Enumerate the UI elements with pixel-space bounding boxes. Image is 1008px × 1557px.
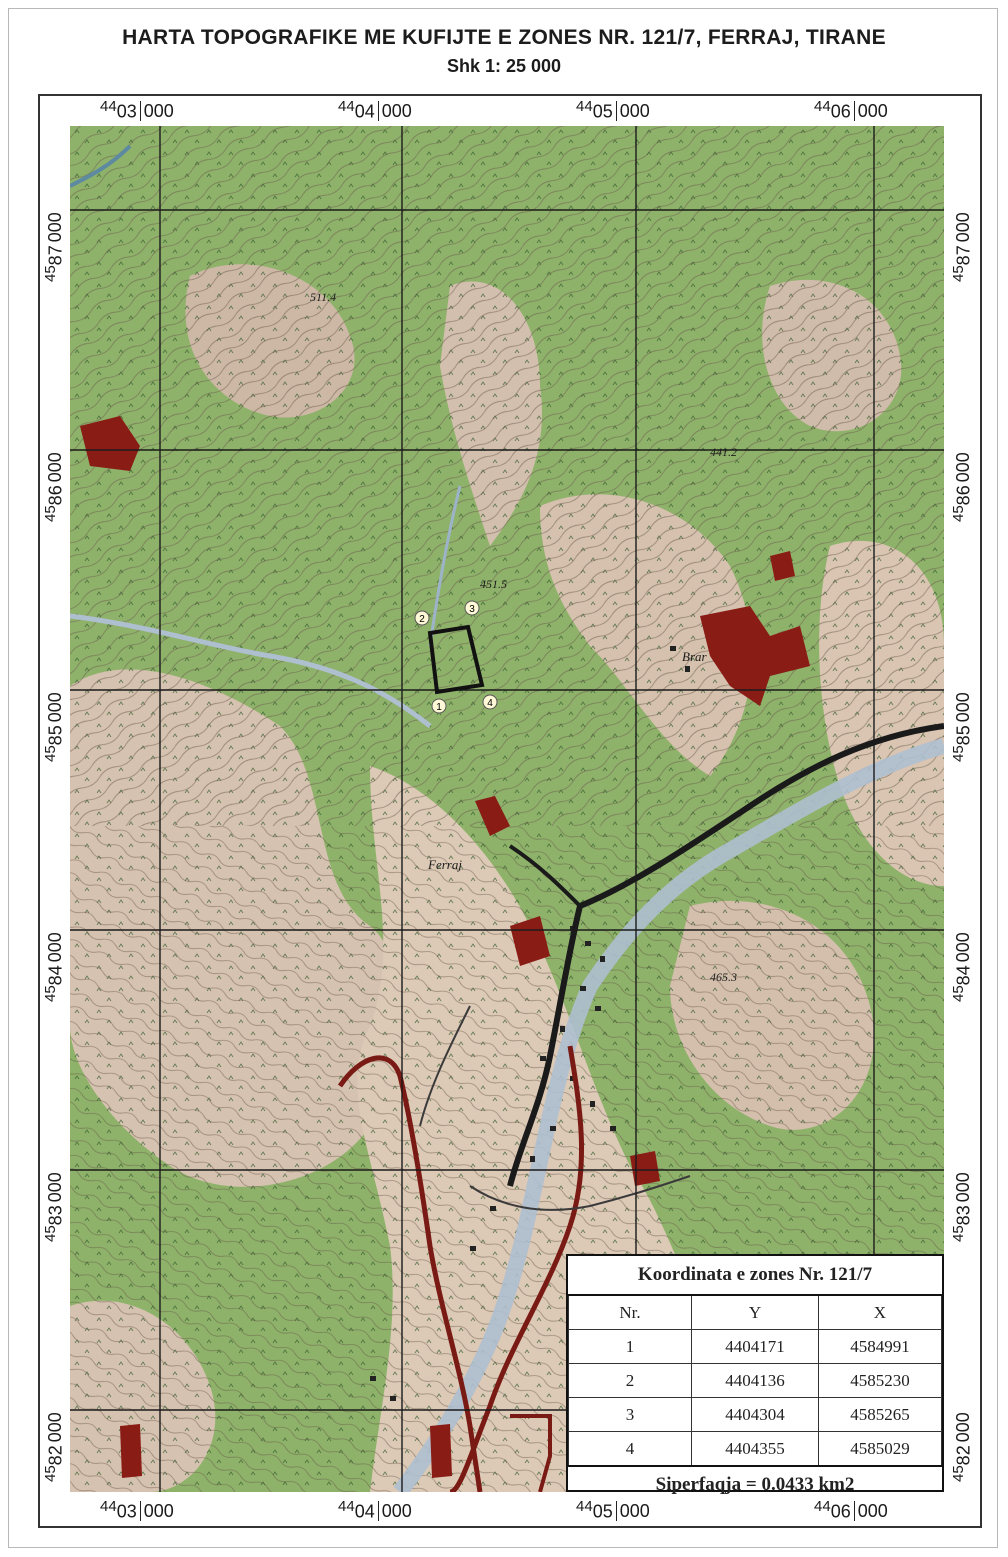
settlement-block [475, 796, 510, 836]
map-scale: Shk 1: 25 000 [446, 56, 562, 76]
cell-nr: 2 [567, 1363, 693, 1398]
column-header-y: Y [691, 1294, 819, 1330]
tick-right-86: 4586000 [950, 452, 974, 522]
settlement-block [510, 916, 550, 966]
settlements [80, 416, 810, 1478]
label-ferraj: Ferraj [427, 857, 462, 872]
area-summary: Siperfaqja = 0.0433 km2 [568, 1465, 942, 1503]
map-title: HARTA TOPOGRAFIKE ME KUFIJTE E ZONES NR.… [122, 26, 886, 49]
vertex-label-4: 4 [487, 698, 493, 709]
tick-left-87: 4587000 [42, 212, 66, 282]
tick-right-87: 4587000 [950, 212, 974, 282]
settlement-block [80, 416, 140, 471]
tick-right-84: 4584000 [950, 932, 974, 1002]
cell-y: 4404136 [691, 1363, 819, 1398]
vertex-label-3: 3 [469, 604, 475, 615]
cell-nr: 3 [567, 1397, 693, 1432]
cell-y: 4404171 [691, 1329, 819, 1364]
zone-121-7[interactable]: 1 2 3 4 [414, 600, 498, 714]
table-caption: Koordinata e zones Nr. 121/7 [568, 1256, 942, 1296]
settlement-block [700, 606, 810, 706]
stream [70, 144, 132, 188]
vertex-marker-2 [414, 610, 430, 626]
road [419, 1005, 471, 1127]
cell-x: 4584991 [817, 1329, 943, 1364]
tick-left-83: 4583000 [42, 1172, 66, 1242]
vertex-marker-4 [482, 694, 498, 710]
cell-x: 4585265 [817, 1397, 943, 1432]
tick-right-82: 4582000 [950, 1412, 974, 1482]
table-row: 3 4404304 4585265 [567, 1397, 943, 1432]
settlement-block [120, 1424, 142, 1478]
red-road [337, 1055, 483, 1492]
main-river [393, 738, 944, 1492]
vertex-label-2: 2 [419, 614, 425, 625]
cell-x: 4585230 [817, 1363, 943, 1398]
settlement-block [430, 1424, 452, 1478]
table-row: 2 4404136 4585230 [567, 1363, 943, 1398]
cell-nr: 4 [567, 1431, 693, 1467]
table-header-row: Nr. Y X [567, 1294, 943, 1330]
settlement-block [770, 551, 795, 581]
stream [428, 485, 462, 647]
label-peak-2: 465.3 [710, 970, 737, 984]
cell-y: 4404355 [691, 1431, 819, 1467]
cell-y: 4404304 [691, 1397, 819, 1432]
cell-nr: 1 [567, 1329, 693, 1364]
settlement-block [630, 1151, 660, 1186]
vertex-marker-3 [464, 600, 480, 616]
label-peak-4: 511.4 [310, 290, 336, 304]
road [469, 1175, 691, 1211]
vertex-markers: 1 2 3 4 [414, 600, 498, 714]
label-peak-1: 451.5 [480, 577, 507, 591]
tick-left-86: 4586000 [42, 452, 66, 522]
roads [337, 723, 944, 1492]
red-road [510, 1414, 552, 1492]
column-header-x: X [817, 1294, 943, 1330]
tick-right-83: 4583000 [950, 1172, 974, 1242]
zone-coordinates-table: Koordinata e zones Nr. 121/7 Nr. Y X 1 4… [566, 1254, 944, 1503]
column-header-nr: Nr. [567, 1294, 693, 1330]
map-border [38, 94, 982, 1528]
label-brar: Brar [682, 649, 708, 664]
rivers [70, 144, 944, 1492]
main-road [508, 844, 582, 908]
vertex-label-1: 1 [436, 702, 442, 713]
cell-x: 4585029 [817, 1431, 943, 1467]
tick-right-85: 4585000 [950, 692, 974, 762]
red-road [449, 1045, 585, 1492]
stream [70, 613, 432, 728]
zone-boundary[interactable] [427, 624, 485, 695]
outer-frame [8, 8, 998, 1548]
contour-lines-north [70, 126, 944, 826]
tick-left-84: 4584000 [42, 932, 66, 1002]
main-road [507, 723, 944, 1187]
table-row: 4 4404355 4585029 [567, 1431, 943, 1467]
label-peak-3: 441.2 [710, 445, 737, 459]
table-row: 1 4404171 4584991 [567, 1329, 943, 1364]
tick-left-82: 4582000 [42, 1412, 66, 1482]
vertex-marker-1 [431, 698, 447, 714]
tick-left-85: 4585000 [42, 692, 66, 762]
